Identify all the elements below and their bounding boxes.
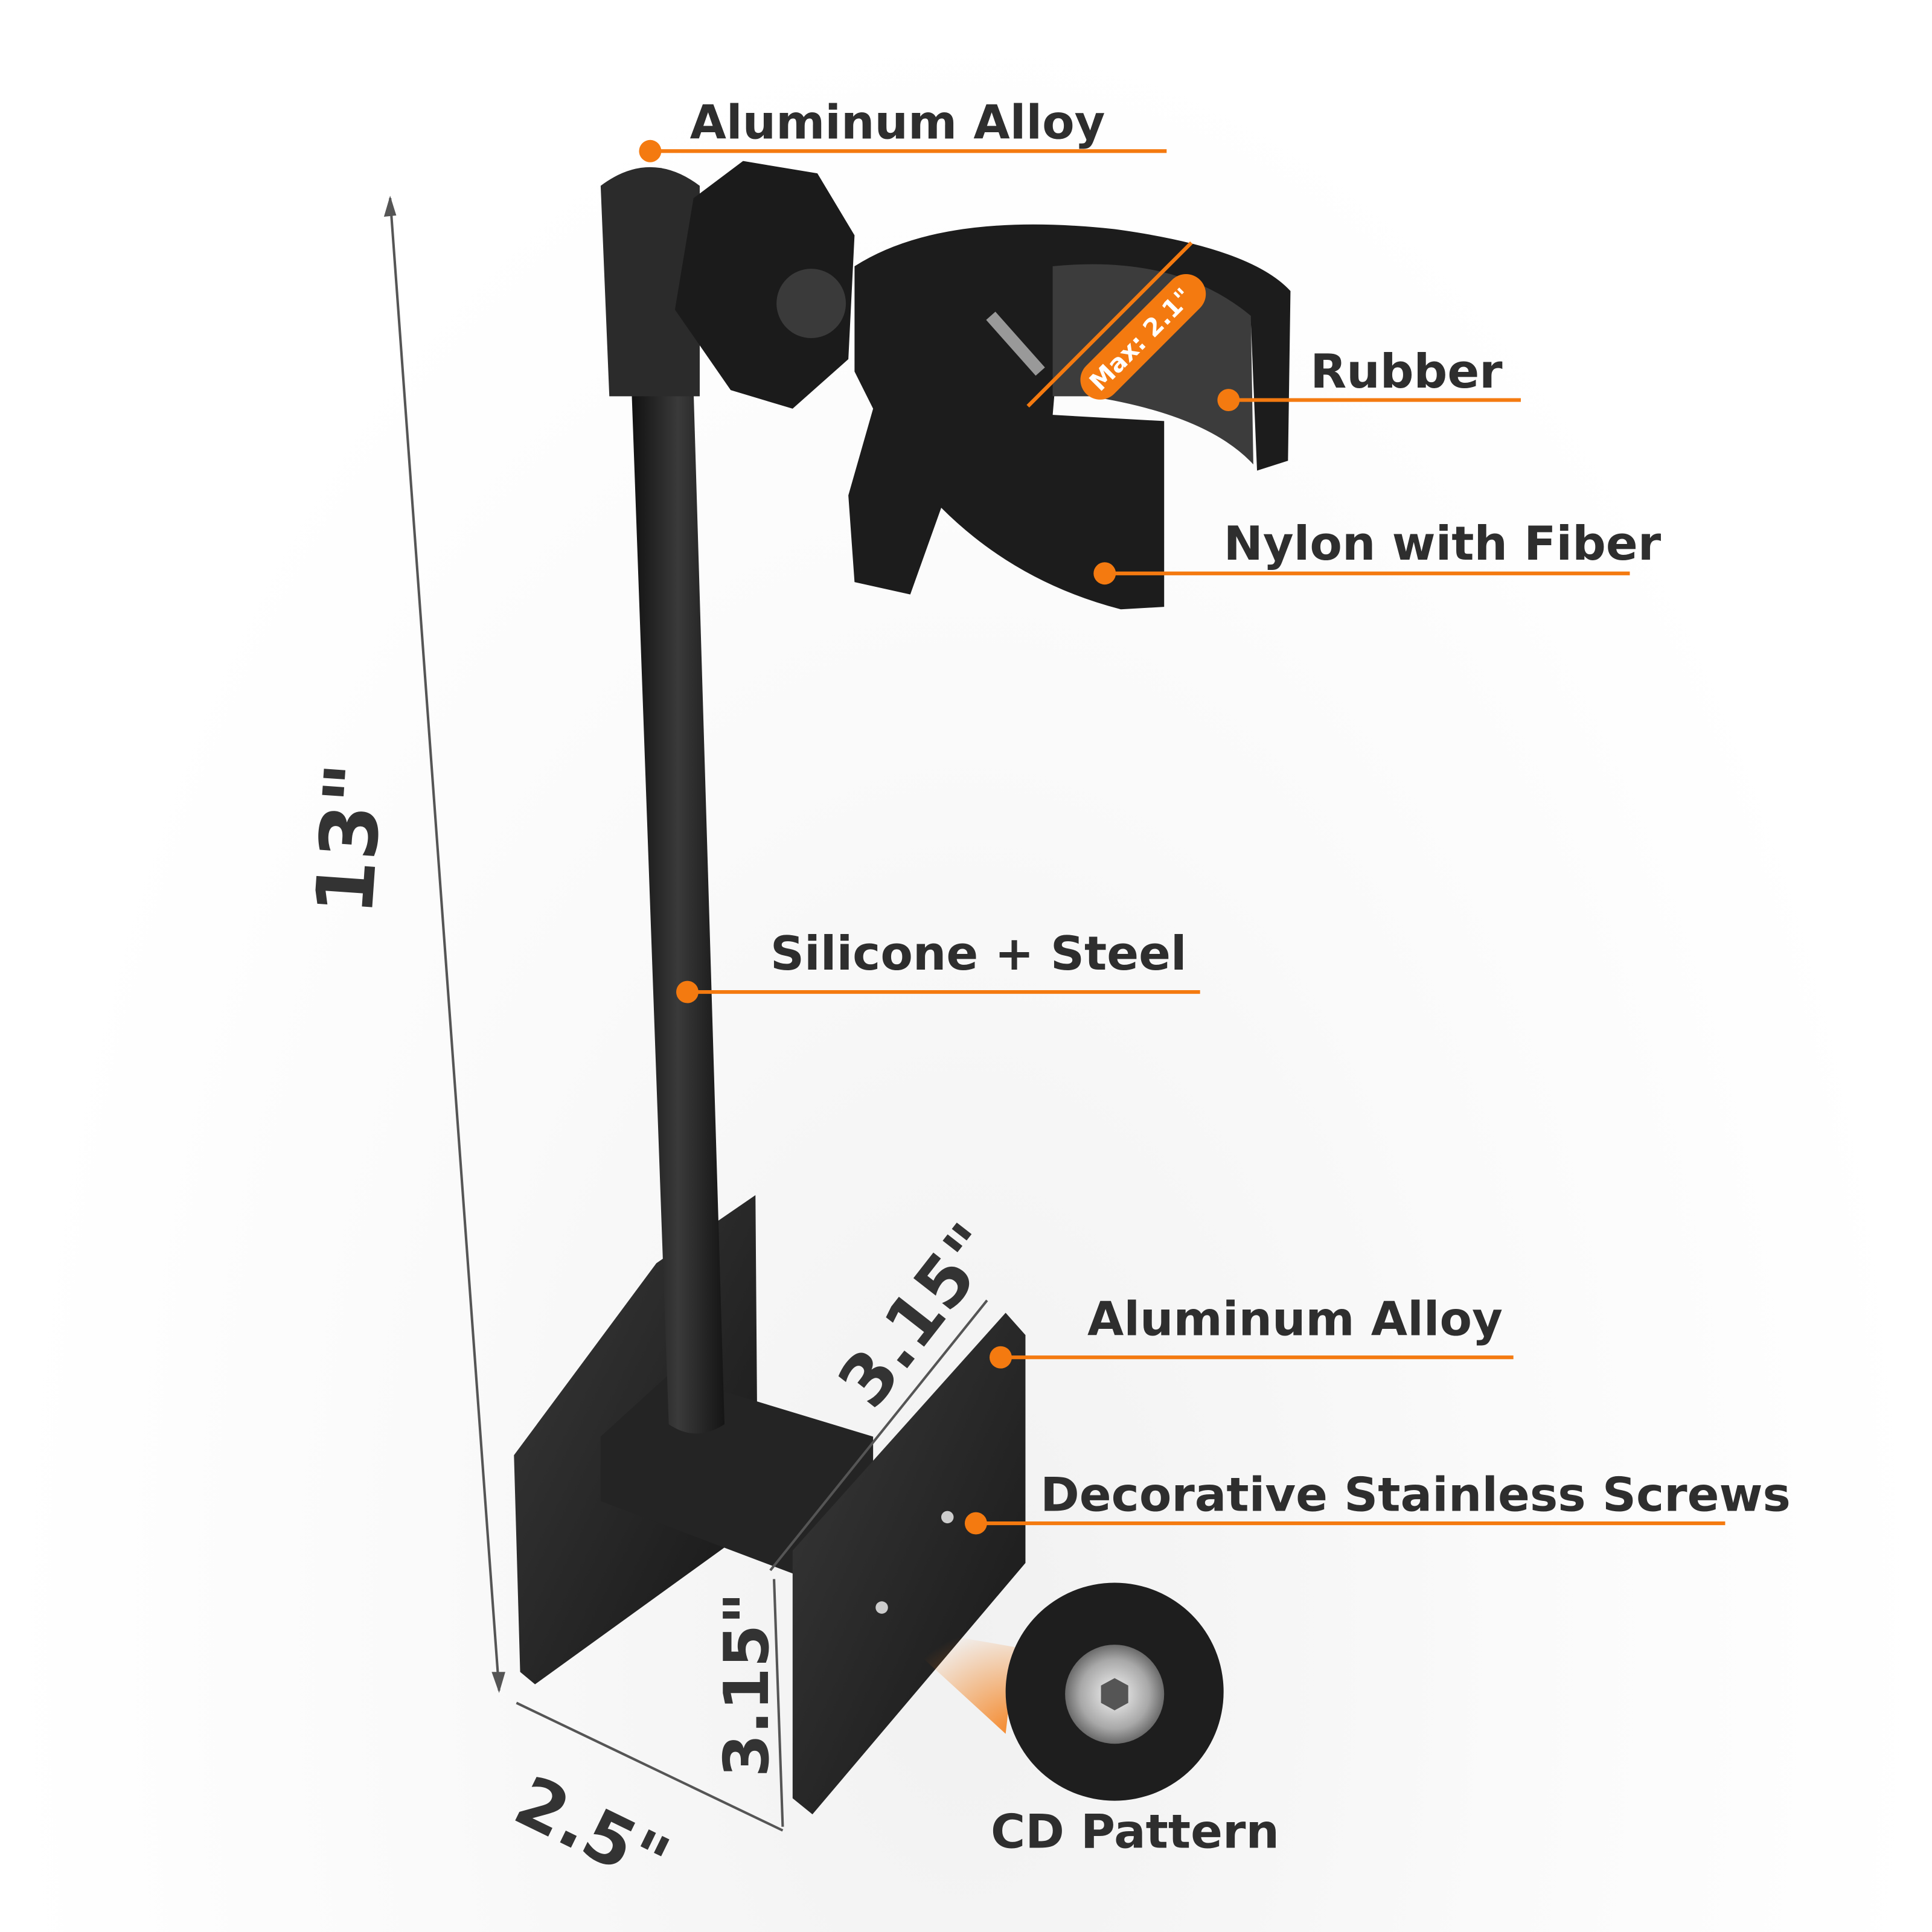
svg-text:Silicone + Steel: Silicone + Steel	[770, 927, 1187, 981]
rubber-pad	[1052, 264, 1253, 465]
svg-text:Decorative Stainless Screws: Decorative Stainless Screws	[1040, 1468, 1791, 1523]
callout-clamp-material: Nylon with Fiber	[1093, 517, 1662, 585]
callout-plate-material: Aluminum Alloy	[989, 1292, 1514, 1369]
callout-pad-material: Rubber	[1217, 345, 1521, 412]
top-joint	[600, 167, 700, 397]
screw-bottom	[875, 1601, 888, 1614]
svg-text:Aluminum Alloy: Aluminum Alloy	[1087, 1292, 1503, 1346]
svg-text:Aluminum Alloy: Aluminum Alloy	[690, 96, 1105, 150]
hex-socket-icon	[1101, 1678, 1128, 1710]
dimension-plate-height: 3.15"	[711, 1579, 784, 1827]
svg-text:Rubber: Rubber	[1310, 345, 1503, 399]
tension-knob	[674, 161, 855, 409]
height-label: 13"	[298, 760, 401, 918]
callout-top-material: Aluminum Alloy	[639, 96, 1167, 162]
callout-arm-material: Silicone + Steel	[676, 927, 1200, 1003]
knob-bolt	[776, 269, 846, 338]
clamp-screw	[986, 312, 1045, 376]
svg-text:Nylon with Fiber: Nylon with Fiber	[1224, 517, 1662, 571]
gooseneck-arm	[632, 390, 724, 1434]
depth-label: 2.5"	[503, 1761, 681, 1903]
screw-top	[941, 1511, 954, 1524]
callout-screws: Decorative Stainless Screws	[964, 1468, 1791, 1535]
clamp-body	[848, 224, 1291, 610]
dimension-height: 13"	[298, 196, 505, 1694]
callout-cd-pattern: CD Pattern	[991, 1805, 1279, 1860]
plate-height-label: 3.15"	[711, 1592, 783, 1777]
front-plate	[792, 1313, 1026, 1815]
zoom-flare	[886, 1625, 1016, 1734]
